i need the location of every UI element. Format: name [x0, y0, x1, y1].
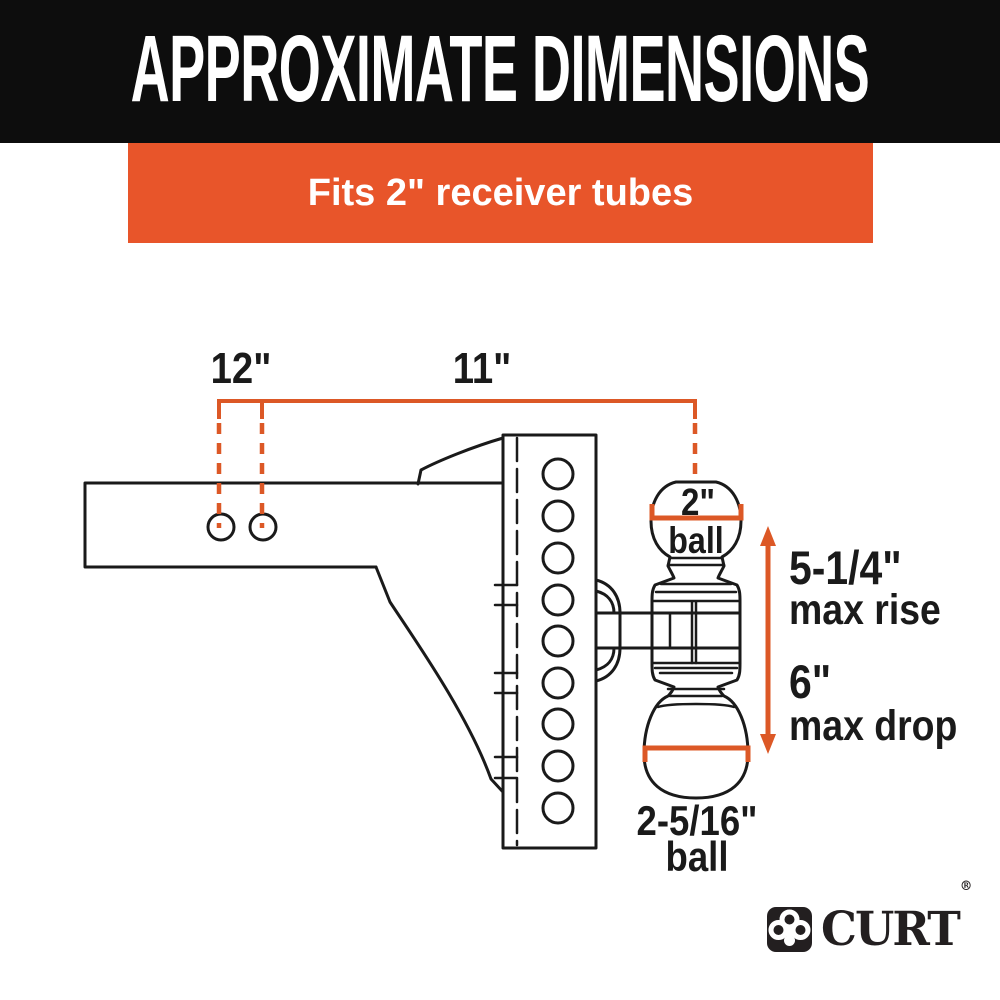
lower-wedge — [374, 565, 505, 794]
dim-top-ball-width — [649, 504, 744, 521]
label-reach: 11" — [452, 344, 512, 393]
page-title: APPROXIMATE DIMENSIONS — [130, 16, 870, 122]
label-max-rise-value: 5-1/4" — [789, 541, 902, 594]
upper-gusset — [416, 436, 505, 486]
arrow-head-down — [760, 734, 776, 754]
channel-holes — [541, 457, 575, 825]
label-bottom-ball-word: ball — [665, 833, 729, 880]
receiver-size-banner: Fits 2" receiver tubes — [128, 143, 873, 243]
arrow-head-up — [760, 526, 776, 546]
label-top-ball-word: ball — [668, 520, 724, 561]
label-max-rise: max rise — [789, 586, 941, 634]
label-bottom-ball-size: 2-5/16" — [636, 797, 758, 844]
clamp-jaw-lines — [594, 611, 742, 650]
registered-mark: ® — [959, 879, 973, 894]
shank-outline — [83, 481, 505, 569]
label-max-drop: max drop — [789, 702, 958, 750]
dim-extension-dashes — [216, 423, 698, 528]
curt-wordmark: CURT® — [821, 880, 972, 953]
banner-text: Fits 2" receiver tubes — [307, 171, 694, 214]
curt-logo: CURT® — [766, 880, 978, 953]
label-max-drop-value: 6" — [789, 655, 832, 708]
brand-text: CURT — [821, 902, 961, 957]
clamp-yoke — [594, 578, 622, 683]
dim-bottom-ball-width — [642, 745, 751, 762]
channel-notches — [493, 583, 519, 780]
label-shank-span: 12" — [210, 344, 272, 393]
ball-stack-details — [650, 556, 742, 709]
header-bar: APPROXIMATE DIMENSIONS — [0, 0, 1000, 143]
label-top-ball-size: 2" — [680, 482, 716, 524]
curt-logo-icon — [767, 907, 812, 952]
dim-line-top — [217, 399, 697, 419]
